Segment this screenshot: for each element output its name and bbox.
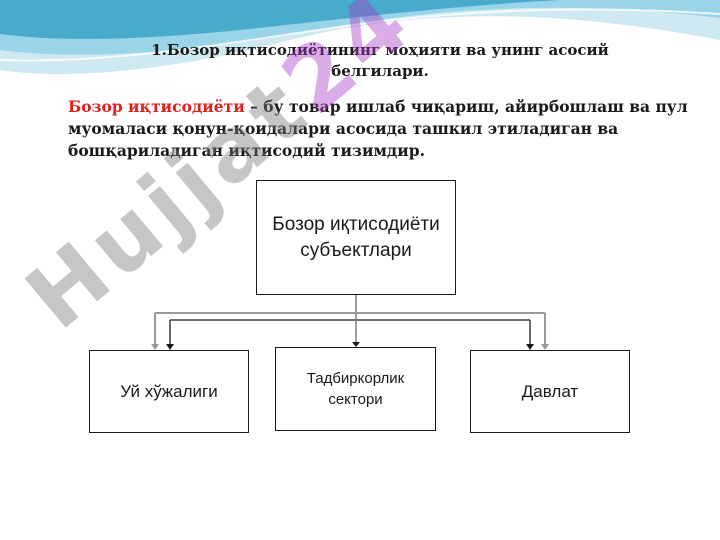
arrow-right-inner xyxy=(526,344,534,350)
definition-dash: – xyxy=(244,97,264,116)
wave-line xyxy=(0,8,720,62)
arrow-left-outer xyxy=(151,344,159,350)
slide-title: 1.Бозор иқтисодиётининг моҳияти ва унинг… xyxy=(151,41,609,80)
node-household: Уй хўжалиги xyxy=(89,350,249,433)
definition-term: Бозор иқтисодиёти xyxy=(68,97,245,116)
node-business-sector: Тадбиркорлик сектори xyxy=(275,347,436,431)
node-state: Давлат xyxy=(470,350,630,433)
node-household-label: Уй хўжалиги xyxy=(120,381,218,401)
arrow-left-inner xyxy=(166,344,174,350)
node-market-subjects-label: Бозор иқтисодиёти субъектлари xyxy=(272,213,440,261)
arrow-right-outer xyxy=(541,344,549,350)
node-business-sector-label: Тадбиркорлик сектори xyxy=(306,370,405,408)
node-state-label: Давлат xyxy=(521,381,579,401)
wave-dark xyxy=(0,0,560,39)
arrow-center xyxy=(352,342,360,347)
header-waves xyxy=(0,0,720,75)
definition-paragraph: Бозор иқтисодиёти – бу товар ишлаб чиқар… xyxy=(68,96,688,162)
definition-text: бу товар ишлаб чиқариш, айирбошлаш ва пу… xyxy=(68,97,688,160)
node-market-subjects: Бозор иқтисодиёти субъектлари xyxy=(256,180,456,295)
